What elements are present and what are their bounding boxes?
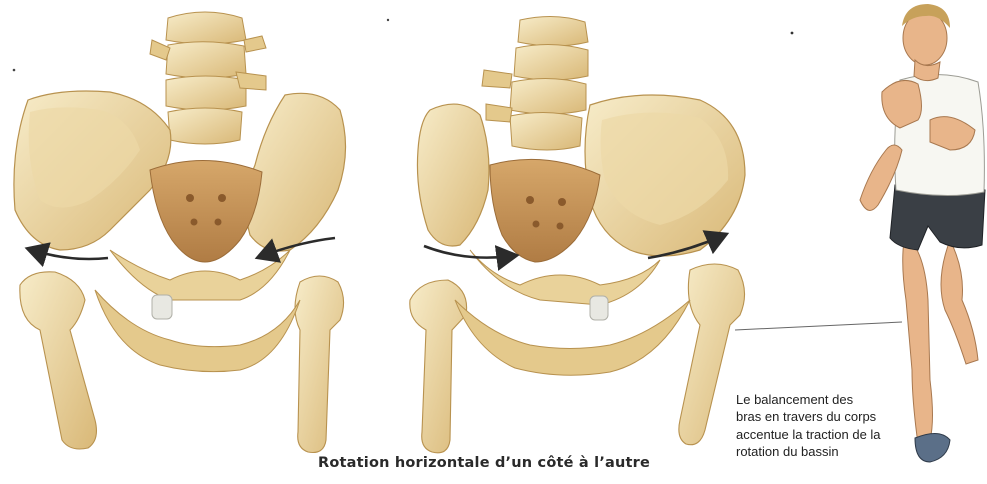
- note-line-1: Le balancement des: [736, 391, 926, 408]
- sacrum-right: [490, 159, 600, 262]
- pelvis-right: [410, 16, 745, 452]
- sacrum-left: [150, 160, 262, 262]
- femur-right-a: [295, 276, 344, 453]
- note-line-2: bras en travers du corps: [736, 408, 926, 425]
- lumbar-spine-left: [150, 12, 266, 144]
- rotation-arrow-right-a: [424, 246, 512, 258]
- figure-caption: Rotation horizontale d’un côté à l’autre: [318, 455, 650, 471]
- ilium-rotated-left: [417, 104, 489, 246]
- pelvis-left: [14, 12, 346, 453]
- note-line-3: accentue la traction de la: [736, 426, 926, 443]
- note-line-4: rotation du bassin: [736, 443, 926, 460]
- rotation-arrow-left-a: [32, 250, 108, 259]
- runner-note: Le balancement des bras en travers du co…: [736, 391, 926, 461]
- femur-right-b: [679, 264, 745, 445]
- leader-line: [735, 322, 902, 330]
- femur-left-a: [20, 272, 97, 449]
- lumbar-spine-right: [482, 16, 588, 150]
